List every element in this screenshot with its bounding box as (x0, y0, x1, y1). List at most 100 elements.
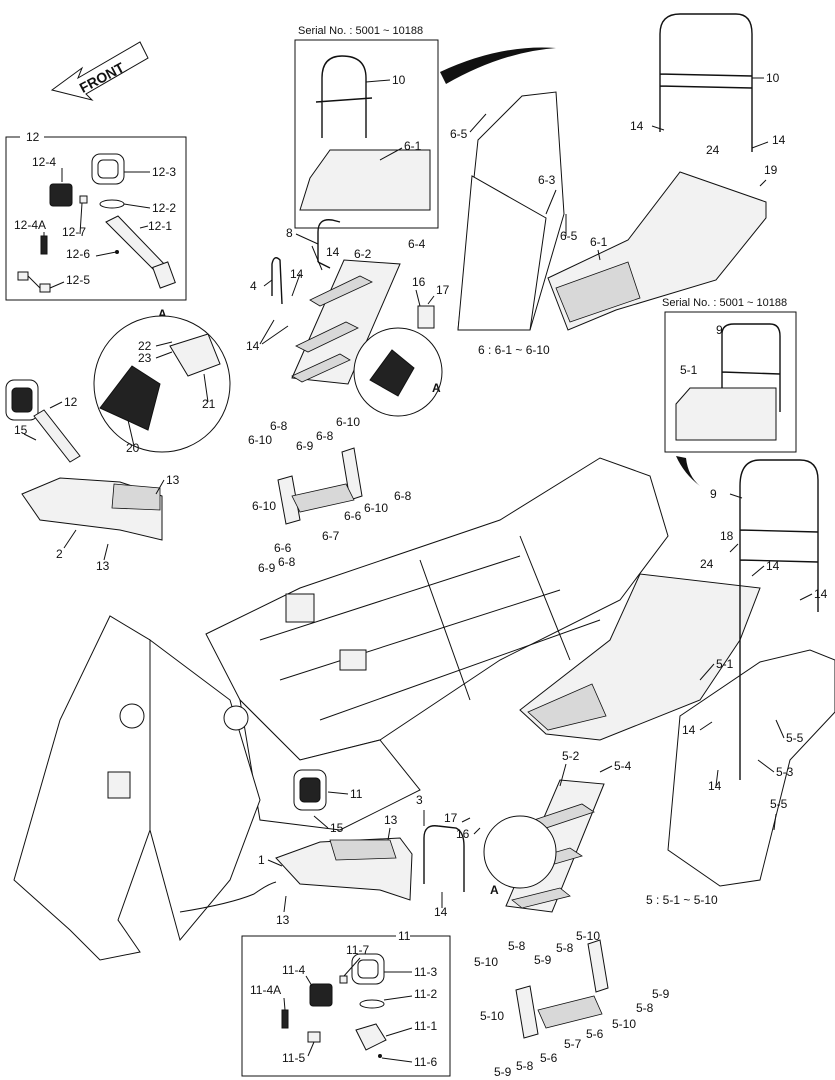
box-12-title: 12 (26, 130, 40, 144)
label-6-8-d: 6-8 (278, 555, 296, 569)
label-5-1-box: 5-1 (680, 363, 698, 377)
label-5-8-d: 5-8 (516, 1059, 534, 1073)
handrail-9 (739, 459, 819, 780)
label-10-right: 10 (766, 71, 780, 85)
label-5-9-c: 5-9 (494, 1065, 512, 1079)
label-17-b: 17 (444, 811, 458, 825)
label-2: 2 (56, 547, 63, 561)
label-12-7: 12-7 (62, 225, 86, 239)
label-5-7: 5-7 (564, 1037, 582, 1051)
label-13-b: 13 (96, 559, 110, 573)
step-6-7 (291, 483, 355, 513)
plate-21 (169, 333, 221, 377)
label-6-10-b: 6-10 (336, 415, 360, 429)
label-1: 1 (258, 853, 265, 867)
label-9-box: 9 (716, 323, 723, 337)
label-6-10-a: 6-10 (248, 433, 272, 447)
label-14-a: 14 (630, 119, 644, 133)
label-12-5: 12-5 (66, 273, 90, 287)
ladder-parts-6: 6-8 6-10 6-9 6-8 6-10 6-10 6-8 6-6 6-10 … (248, 415, 412, 575)
label-22: 22 (138, 339, 152, 353)
label-6-6-b: 6-6 (274, 541, 292, 555)
label-9: 9 (710, 487, 717, 501)
handle-8 (317, 219, 341, 269)
front-arrow: FRONT (50, 41, 149, 101)
box-12: 12 12-4 12-3 12-2 12-1 12-4A 12-7 12-6 1… (5, 130, 187, 301)
fender-group-5: 9 18 24 14 14 5-1 5-5 14 5-3 14 5-5 5 : … (519, 459, 835, 907)
label-6-1-top: 6-1 (404, 139, 422, 153)
label-6-6-a: 6-6 (344, 509, 362, 523)
label-14-e: 14 (246, 339, 260, 353)
label-11-2: 11-2 (414, 987, 437, 1001)
label-6-8-b: 6-8 (316, 429, 334, 443)
label-6-10-d: 6-10 (364, 501, 388, 515)
label-11-5: 11-5 (282, 1051, 305, 1065)
label-5-4: 5-4 (614, 759, 632, 773)
detail-a: A 22 23 21 20 (93, 307, 231, 455)
label-11-3: 11-3 (414, 965, 437, 979)
label-12: 12 (64, 395, 78, 409)
label-5-2: 5-2 (562, 749, 580, 763)
handrail-10 (659, 13, 753, 152)
handrail-9-small (721, 323, 781, 432)
label-16-a: 16 (412, 275, 426, 289)
work-lamp (49, 183, 73, 207)
ladder-group-6: 8 14 6-2 6-4 4 14 16 17 14 A (246, 219, 450, 417)
label-5-10-d: 5-10 (480, 1009, 504, 1023)
detail-a-ref-low (483, 815, 557, 889)
label-5-8-a: 5-8 (508, 939, 526, 953)
label-6-10-c: 6-10 (252, 499, 276, 513)
label-18: 18 (720, 529, 734, 543)
label-5-1: 5-1 (716, 657, 734, 671)
label-23: 23 (138, 351, 152, 365)
label-20: 20 (126, 441, 140, 455)
step-5-7 (537, 995, 603, 1029)
bracket-4 (271, 257, 283, 305)
group-note-5: 5 : 5-1 ~ 5-10 (646, 893, 718, 907)
label-11: 11 (350, 787, 363, 801)
box-serial-top: Serial No. : 5001 ~ 10188 10 6-1 (294, 25, 439, 229)
label-14-c: 14 (326, 245, 340, 259)
label-5-10-a: 5-10 (474, 955, 498, 969)
label-19: 19 (764, 163, 778, 177)
label-14-d: 14 (290, 267, 304, 281)
label-16-b: 16 (456, 827, 470, 841)
label-14-b: 14 (772, 133, 786, 147)
label-5-5-a: 5-5 (786, 731, 804, 745)
step-bracket-20 (99, 365, 161, 431)
label-11-1: 11-1 (414, 1019, 437, 1033)
ladder-parts-5: 5-8 5-10 5-9 5-8 5-10 5-9 5-8 5-10 5-10 … (474, 929, 670, 1079)
ladder-group-5: 3 17 16 5-2 5-4 14 A (416, 749, 632, 919)
label-21: 21 (202, 397, 216, 411)
label-14-f: 14 (766, 559, 780, 573)
group-note-6: 6 : 6-1 ~ 6-10 (478, 343, 550, 357)
label-a-low: A (490, 883, 499, 897)
label-6-1: 6-1 (590, 235, 608, 249)
label-13-a: 13 (166, 473, 180, 487)
fender-5-3 (667, 649, 835, 887)
label-6-8-c: 6-8 (394, 489, 412, 503)
label-a-top: A (432, 381, 441, 395)
label-5-9-a: 5-9 (534, 953, 552, 967)
label-3: 3 (416, 793, 423, 807)
label-12-4: 12-4 (32, 155, 56, 169)
label-5-10-b: 5-10 (576, 929, 600, 943)
fender-5-1-small (675, 387, 777, 441)
label-5-8-c: 5-8 (636, 1001, 654, 1015)
label-5-8-b: 5-8 (556, 941, 574, 955)
swoosh-right (676, 456, 700, 486)
label-12-1: 12-1 (148, 219, 172, 233)
label-11-4: 11-4 (282, 963, 305, 977)
label-14-i: 14 (708, 779, 722, 793)
label-6-7: 6-7 (322, 529, 340, 543)
label-17-a: 17 (436, 283, 450, 297)
label-12-6: 12-6 (66, 247, 90, 261)
label-24-a: 24 (706, 143, 720, 157)
loader-arm (13, 615, 261, 961)
label-15-b: 15 (330, 821, 344, 835)
label-8: 8 (286, 226, 293, 240)
bulb (40, 235, 48, 255)
label-5-6-a: 5-6 (586, 1027, 604, 1041)
fender-6-1-small (299, 149, 431, 211)
